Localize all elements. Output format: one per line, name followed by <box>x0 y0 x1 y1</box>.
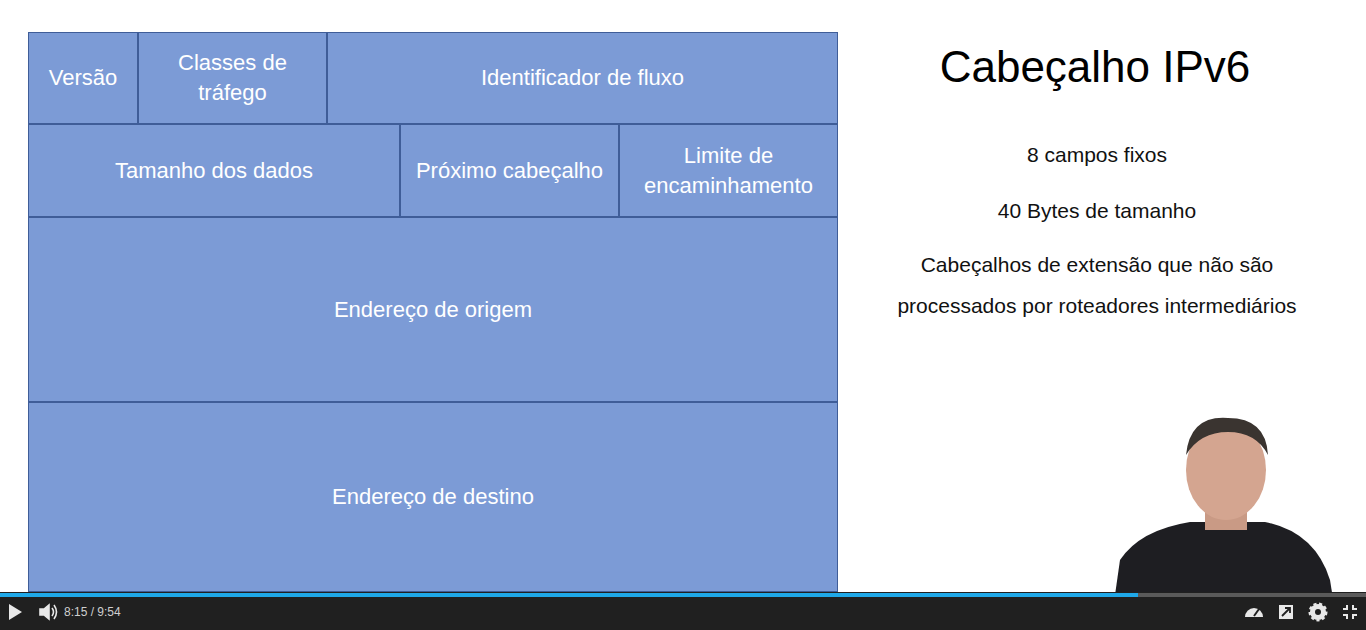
next-header-field: Próximo cabeçalho <box>400 124 619 217</box>
hop-limit-field: Limite de encaminhamento <box>619 124 838 217</box>
flow-label-field: Identificador de fluxo <box>327 32 838 124</box>
fullscreen-icon <box>1343 605 1357 619</box>
bullet-note: 40 Bytes de tamanho <box>880 190 1314 231</box>
destination-address-field: Endereço de destino <box>28 402 838 592</box>
settings-icon <box>1310 604 1326 620</box>
video-time: 8:15 / 9:54 <box>64 605 144 619</box>
bullet-note: 8 campos fixos <box>880 134 1314 175</box>
field-name: Endereço de origem <box>334 295 532 325</box>
version-field: Versão <box>28 32 138 124</box>
source-address-field: Endereço de origem <box>28 217 838 402</box>
field-name: Próximo cabeçalho <box>416 156 603 186</box>
payload-length-field: Tamanho dos dados <box>28 124 400 217</box>
field-name: Endereço de destino <box>332 482 534 512</box>
progress-track <box>0 593 1366 597</box>
play-icon <box>9 604 22 620</box>
speed-icon <box>1245 608 1263 617</box>
field-name: Versão <box>49 63 118 93</box>
volume-icon <box>40 605 57 619</box>
field-name: Limite de encaminhamento <box>628 141 829 201</box>
field-name: Identificador de fluxo <box>481 63 684 93</box>
field-name: Tamanho dos dados <box>115 156 313 186</box>
progress-fill <box>0 593 1138 597</box>
slide-title: Cabeçalho IPv6 <box>860 42 1330 92</box>
player-bar <box>0 592 1366 630</box>
field-name: Classes de tráfego <box>147 48 318 108</box>
bullet-note: Cabeçalhos de extensão que não são proce… <box>866 244 1328 326</box>
traffic-class-field: Classes de tráfego <box>138 32 327 124</box>
popout-icon <box>1279 605 1293 619</box>
